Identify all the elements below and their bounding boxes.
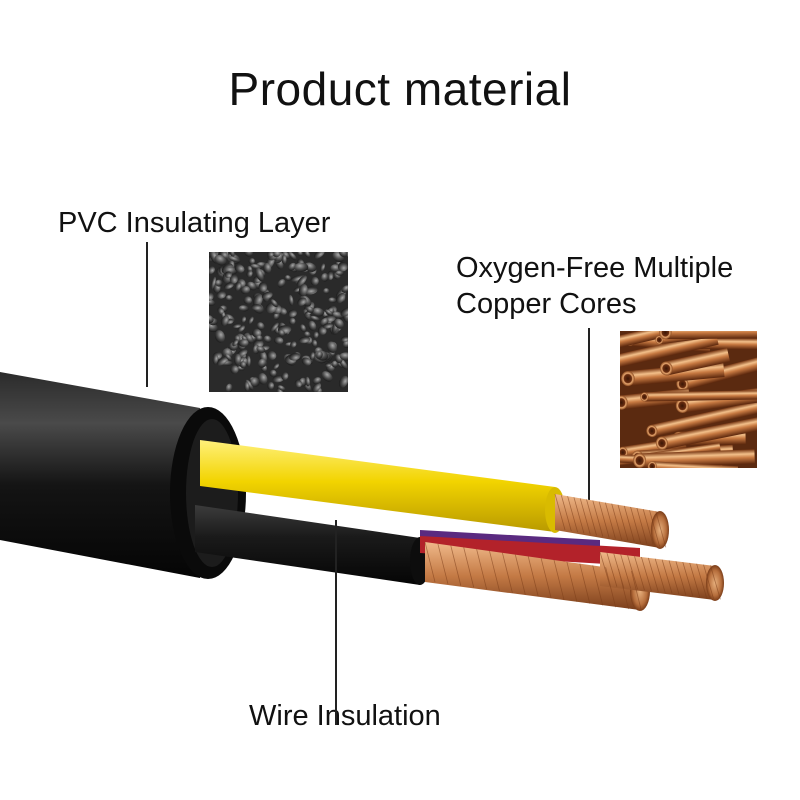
- page-title: Product material: [228, 63, 572, 115]
- red-wire: [420, 535, 640, 566]
- pvc-granules-image: [209, 252, 348, 392]
- copper-cores-label: Oxygen-Free Multiple Copper Cores: [456, 250, 733, 322]
- outer-jacket: [0, 372, 200, 578]
- wire-insulation-label: Wire Insulation: [249, 700, 441, 732]
- copper-leader-line: [588, 328, 590, 514]
- cable-illustration: [0, 372, 724, 611]
- black-wire: [195, 505, 420, 585]
- pvc-leader-line: [146, 242, 148, 387]
- pvc-layer-label: PVC Insulating Layer: [58, 207, 331, 239]
- wire-leader-line: [335, 520, 337, 725]
- copper-cores-label-line2: Copper Cores: [456, 288, 637, 320]
- yellow-wire: [200, 440, 555, 532]
- copper-cores-label-line1: Oxygen-Free Multiple: [456, 252, 734, 284]
- copper-tubes-image: [620, 331, 757, 468]
